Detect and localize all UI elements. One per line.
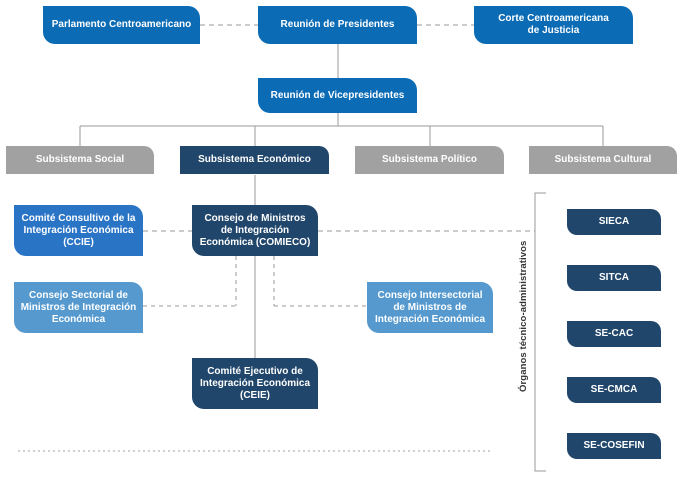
- ccie-box: Comité Consultivo de la Integración Econ…: [14, 205, 143, 256]
- ceie-box: Comité Ejecutivo de Integración Económic…: [192, 358, 318, 409]
- vicepresidentes-label: Reunión de Vicepresidentes: [270, 89, 405, 101]
- presidentes-label: Reunión de Presidentes: [280, 19, 395, 30]
- corte-label: Corte Centroamericana de Justicia: [498, 13, 609, 36]
- organo-label: SE-CAC: [594, 328, 634, 339]
- comieco-box: Consejo de Ministros de Integración Econ…: [192, 205, 318, 256]
- comieco-label: Consejo de Ministros de Integración Econ…: [199, 212, 311, 248]
- organo-box: SE-CAC: [567, 321, 661, 347]
- organos-label: Órganos técnico-administrativos: [518, 240, 529, 392]
- organo-box: SIECA: [567, 209, 661, 235]
- presidentes-box: Reunión de Presidentes: [258, 6, 417, 44]
- organo-label: SIECA: [598, 216, 630, 227]
- intersectorial-label: Consejo Intersectorial de Ministros de I…: [374, 289, 486, 325]
- subsistema-social-box: Subsistema Social: [6, 146, 154, 174]
- subsistema-cultural-label: Subsistema Cultural: [554, 154, 652, 165]
- organo-label: SE-COSEFIN: [583, 440, 645, 451]
- vicepresidentes-box: Reunión de Vicepresidentes: [258, 78, 417, 113]
- organo-label: SE-CMCA: [590, 384, 638, 395]
- subsistema-politico-box: Subsistema Político: [355, 146, 504, 174]
- subsistema-politico-label: Subsistema Político: [381, 154, 478, 165]
- ccie-label: Comité Consultivo de la Integración Econ…: [21, 212, 136, 248]
- organo-label: SITCA: [599, 272, 629, 283]
- ceie-label: Comité Ejecutivo de Integración Económic…: [199, 365, 311, 401]
- intersectorial-box: Consejo Intersectorial de Ministros de I…: [367, 282, 493, 333]
- subsistema-economico-box: Subsistema Económico: [180, 146, 329, 174]
- organo-box: SE-COSEFIN: [567, 433, 661, 459]
- sectorial-label: Consejo Sectorial de Ministros de Integr…: [20, 289, 137, 325]
- organo-box: SE-CMCA: [567, 377, 661, 403]
- subsistema-cultural-box: Subsistema Cultural: [529, 146, 677, 174]
- parlamento-label: Parlamento Centroamericano: [51, 19, 192, 30]
- subsistema-social-label: Subsistema Social: [35, 154, 125, 165]
- organo-box: SITCA: [567, 265, 661, 291]
- corte-box: Corte Centroamericana de Justicia: [474, 6, 633, 44]
- parlamento-box: Parlamento Centroamericano: [43, 6, 200, 44]
- sectorial-box: Consejo Sectorial de Ministros de Integr…: [14, 282, 143, 333]
- subsistema-economico-label: Subsistema Económico: [198, 154, 311, 165]
